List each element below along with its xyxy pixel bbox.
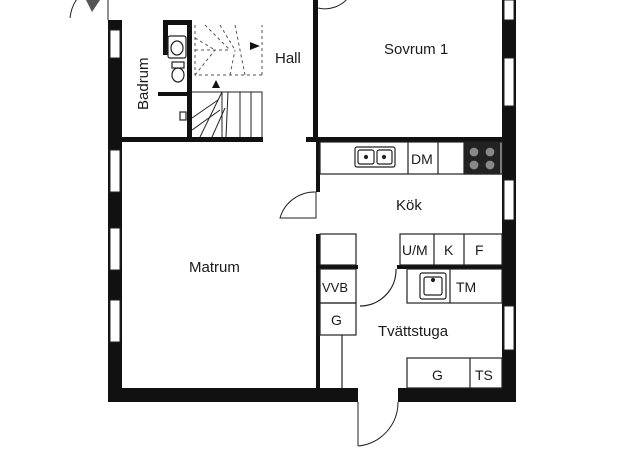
room-label-badrum: Badrum <box>135 57 152 110</box>
fixture-label-cabinet-right: G <box>432 367 443 383</box>
fixture-label-freezer: F <box>475 242 484 258</box>
kitchen-door <box>279 191 317 219</box>
bottom-door <box>357 401 399 447</box>
stairs <box>191 24 263 138</box>
fixture-label-fridge: K <box>444 242 454 258</box>
room-label-hall: Hall <box>275 50 301 67</box>
room-label-kok: Kök <box>396 197 422 214</box>
room-label-sovrum1: Sovrum 1 <box>384 41 448 58</box>
windows-right <box>503 0 515 351</box>
laundry-fixtures <box>319 268 503 389</box>
fixture-label-freezer-fridge: U/M <box>402 242 428 258</box>
kitchen-cabinet-left <box>319 233 357 266</box>
fixture-label-drying-cabinet: TS <box>475 367 493 383</box>
outer-walls <box>108 0 516 402</box>
fridge-row <box>399 233 503 266</box>
fixture-label-water-heater: VVB <box>322 280 348 295</box>
fixture-label-cabinet-laundry: G <box>331 312 342 328</box>
windows-left <box>109 29 121 343</box>
room-label-matrum: Matrum <box>189 259 240 276</box>
kitchen-counter <box>319 141 503 175</box>
bathroom-fixtures <box>167 35 187 121</box>
interior-walls <box>122 0 502 392</box>
entrance-door <box>69 0 109 20</box>
fixture-label-dishwasher: DM <box>411 151 433 167</box>
room-label-tvattstuga: Tvättstuga <box>378 323 449 340</box>
fixture-label-dryer-cabinet: TM <box>456 279 476 295</box>
sovrum-door <box>317 0 347 10</box>
